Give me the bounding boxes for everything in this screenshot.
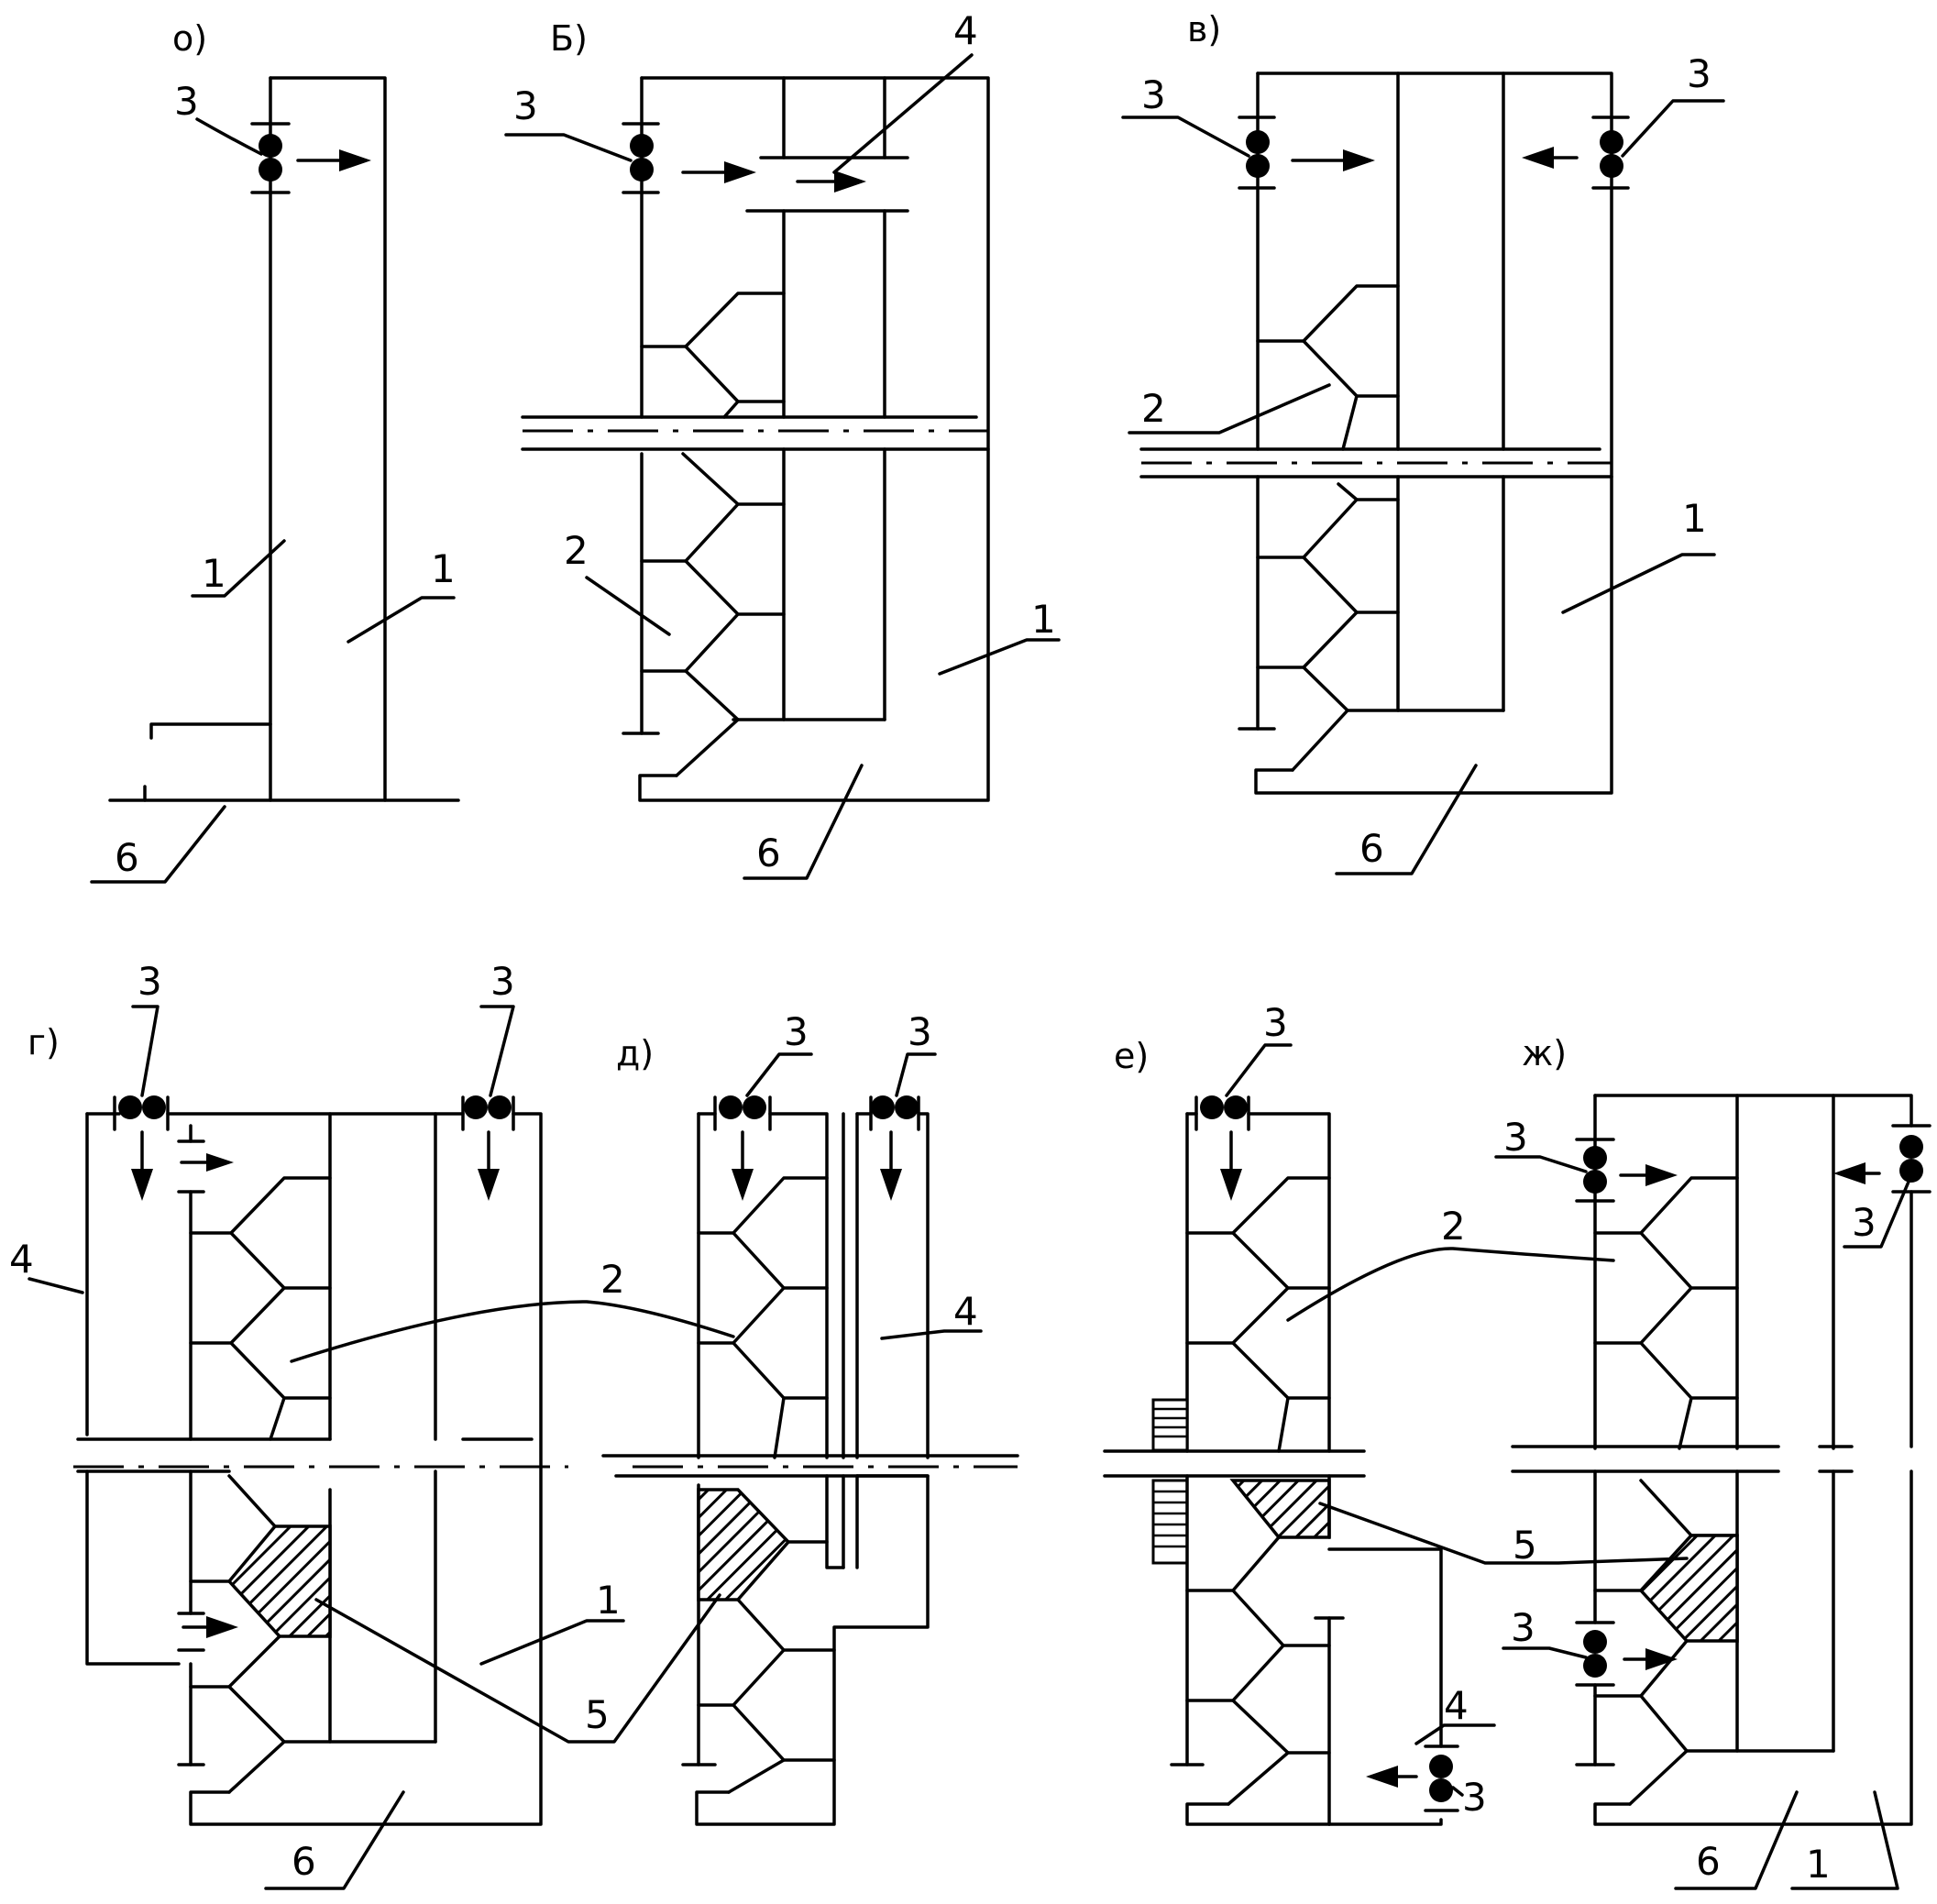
label-tank: 1 [1031, 597, 1056, 642]
label-fan-top-right: 3 [1852, 1200, 1876, 1245]
label-fan: 3 [513, 83, 538, 128]
fan-icon [259, 134, 282, 182]
label-base: 6 [1359, 826, 1384, 871]
label-fan-right: 3 [490, 959, 515, 1004]
panel-g-title: г) [28, 1022, 60, 1062]
label-duct: 4 [1444, 1683, 1469, 1728]
panel-v: в) 3 [1121, 9, 1725, 875]
label-fan-left: 3 [784, 1009, 809, 1054]
flow-arrow-icon [1623, 1648, 1678, 1670]
label-base: 6 [115, 835, 139, 880]
label-tank: 1 [1682, 496, 1707, 541]
flow-arrow-icon [1366, 1766, 1418, 1788]
panel-zh-title: ж) [1522, 1033, 1567, 1073]
label-fan-left: 3 [138, 959, 162, 1004]
label-tank-right: 1 [431, 546, 456, 591]
label-fill: 5 [1513, 1523, 1537, 1568]
panel-v-title: в) [1187, 9, 1221, 50]
flow-arrow-icon [1220, 1130, 1242, 1201]
label-fan-left: 3 [1141, 72, 1166, 117]
label-fan-top: 3 [1263, 1000, 1288, 1045]
fan-icon [719, 1095, 766, 1119]
label-duct: 4 [953, 8, 978, 53]
label-fan-top-left: 3 [1503, 1115, 1528, 1160]
panel-b: Б) [504, 8, 1061, 880]
fan-icon [1600, 130, 1623, 178]
flow-arrow-icon [182, 1616, 238, 1638]
flow-arrow-icon [1619, 1162, 1881, 1186]
fan-icon [1246, 130, 1270, 178]
fan-icon [630, 134, 654, 182]
panel-d: д) [601, 1009, 1019, 1826]
label-fan: 3 [174, 79, 199, 124]
label-duct: 4 [953, 1289, 978, 1334]
fan-icon [871, 1095, 919, 1119]
label-cargo: 2 [600, 1257, 625, 1302]
label-cargo: 2 [1141, 386, 1166, 431]
panel-b-title: Б) [550, 18, 588, 59]
label-fill-group-left: 5 [314, 1593, 721, 1744]
label-fan-mid: 3 [1511, 1605, 1535, 1650]
label-cargo: 2 [564, 528, 589, 573]
fan-icon [118, 1095, 166, 1119]
panel-zh: ж) [1494, 1033, 1931, 1890]
label-tank: 1 [596, 1578, 621, 1623]
flow-arrow-icon [131, 1130, 500, 1201]
label-cargo-group-left: 2 [290, 1257, 735, 1363]
label-fan-right: 3 [1687, 51, 1711, 96]
label-cargo-group-right: 2 [1286, 1204, 1615, 1322]
panel-e: е) [1103, 1000, 1496, 1826]
flow-arrow-icon [296, 149, 371, 171]
label-fill: 5 [585, 1692, 610, 1737]
fan-icon [1429, 1755, 1453, 1802]
label-base: 6 [1696, 1839, 1721, 1884]
panel-a: о) 3 1 1 6 [90, 18, 460, 884]
fan-icon [464, 1095, 512, 1119]
label-base: 6 [756, 831, 781, 875]
label-base: 6 [292, 1839, 316, 1884]
panel-g: г) [9, 959, 625, 1890]
panel-a-title: о) [172, 18, 207, 59]
fan-icon [1583, 1146, 1607, 1194]
label-tank-left: 1 [202, 551, 226, 596]
label-fan-right: 3 [908, 1009, 932, 1054]
flow-arrow-icon [732, 1130, 902, 1201]
label-cargo: 2 [1441, 1204, 1466, 1249]
panel-e-title: е) [1114, 1036, 1149, 1076]
flow-arrow-icon [681, 161, 866, 193]
flow-arrow-icon [1291, 147, 1579, 171]
fan-icon [1583, 1630, 1607, 1678]
panel-d-title: д) [616, 1033, 654, 1073]
fan-icon [1200, 1095, 1248, 1119]
label-tank: 1 [1806, 1842, 1831, 1887]
label-fan-bottom: 3 [1462, 1775, 1487, 1820]
label-duct: 4 [9, 1237, 34, 1282]
label-fill-group-right: 5 [1318, 1502, 1689, 1568]
